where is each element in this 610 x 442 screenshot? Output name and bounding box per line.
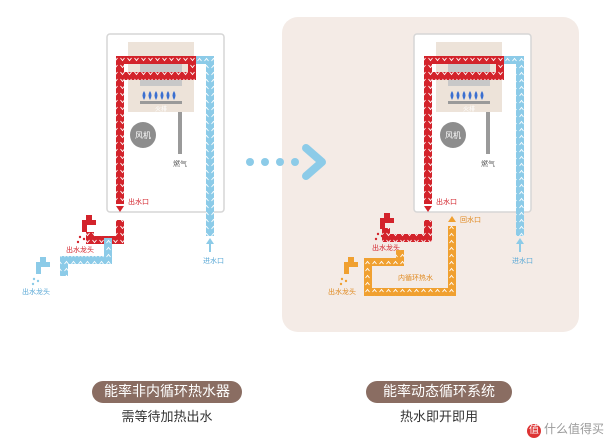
right-tap-cold-label: 出水龙头 bbox=[328, 287, 356, 296]
left-tap-hot-label: 出水龙头 bbox=[66, 245, 94, 254]
left-tap-cold-label: 出水龙头 bbox=[22, 287, 50, 296]
right-hot-pipe bbox=[382, 56, 504, 242]
right-flame-icon bbox=[450, 91, 484, 100]
svg-text:›: › bbox=[175, 160, 178, 168]
left-fan-icon bbox=[130, 122, 156, 148]
right-caption-subtitle: 热水即开即用 bbox=[399, 410, 478, 425]
watermark: 值什么值得买 bbox=[526, 420, 604, 438]
right-loop-pipe bbox=[364, 226, 456, 296]
right-gas-label: 燃气 bbox=[481, 159, 495, 168]
right-inlet-label: 进水口 bbox=[512, 256, 533, 265]
right-cold-tap-icon bbox=[339, 257, 358, 286]
left-outlet-label: 出水口 bbox=[128, 197, 149, 206]
right-tap-hot-label: 出水龙头 bbox=[372, 243, 400, 252]
svg-text:›: › bbox=[483, 160, 486, 168]
right-fan-icon bbox=[440, 122, 466, 148]
right-fan-label: 风机 bbox=[445, 130, 461, 140]
left-flame-icon bbox=[142, 91, 176, 100]
transition-arrow-icon bbox=[246, 144, 326, 180]
left-cold-tap-icon bbox=[31, 257, 50, 286]
watermark-logo-icon: 值 bbox=[526, 424, 541, 438]
left-outlet-arrow bbox=[116, 206, 124, 212]
watermark-text: 什么值得买 bbox=[543, 422, 604, 436]
right-loop-label: 内循环热水 bbox=[398, 273, 433, 282]
left-fan-label: 风机 bbox=[135, 130, 151, 140]
right-gas-pipe bbox=[486, 112, 490, 154]
right-return-arrow bbox=[448, 216, 456, 222]
right-outlet-label: 出水口 bbox=[436, 197, 457, 206]
left-cold-pipe bbox=[60, 56, 214, 276]
right-fire-label: 火排 bbox=[463, 105, 475, 113]
right-return-label: 回水口 bbox=[460, 215, 481, 224]
left-gas-label: 燃气 bbox=[173, 159, 187, 168]
left-hot-tap-icon bbox=[76, 215, 96, 244]
left-gas-pipe bbox=[178, 112, 182, 154]
right-caption-title: 能率动态循环系统 bbox=[366, 381, 512, 403]
left-caption-subtitle: 需等待加热出水 bbox=[121, 410, 213, 425]
right-inlet-arrow bbox=[516, 238, 524, 244]
right-hot-tap-icon bbox=[374, 213, 394, 241]
left-fire-label: 火排 bbox=[155, 105, 167, 113]
left-inlet-label: 进水口 bbox=[203, 256, 224, 265]
left-caption-title: 能率非内循环热水器 bbox=[92, 381, 242, 403]
right-cold-pipe bbox=[504, 56, 524, 236]
left-inlet-arrow bbox=[206, 238, 214, 244]
right-outlet-arrow bbox=[424, 206, 432, 212]
